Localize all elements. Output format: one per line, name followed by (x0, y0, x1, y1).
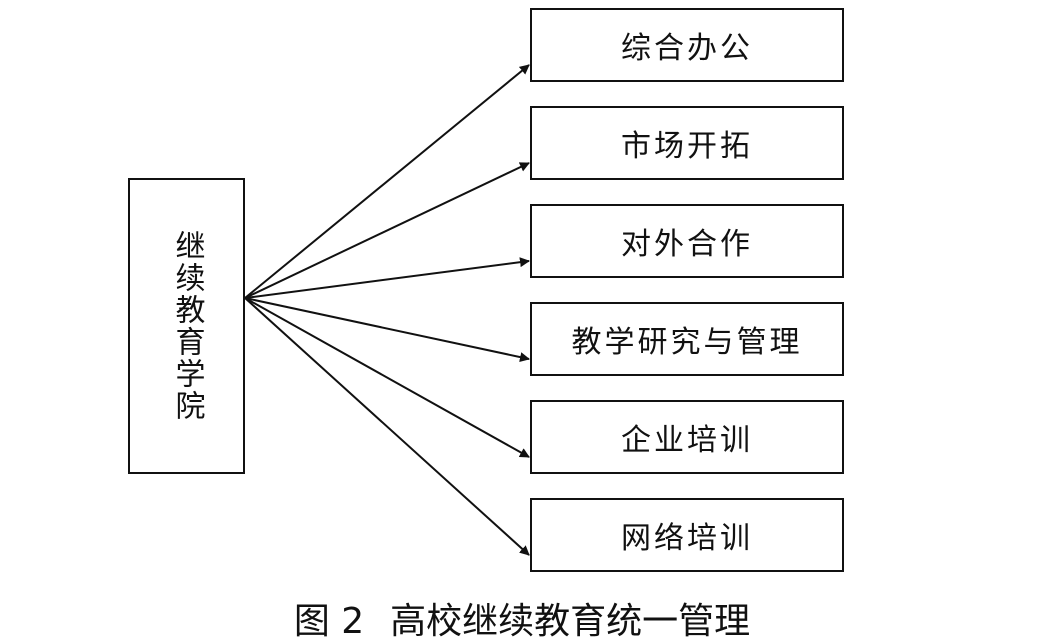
arrow-comprehensive-office (244, 64, 530, 299)
target-box-enterprise-training: 企业培训 (530, 400, 844, 474)
target-box-comprehensive-office: 综合办公 (530, 8, 844, 82)
target-label: 网络培训 (621, 521, 753, 556)
target-box-teaching-research: 教学研究与管理 (530, 302, 844, 376)
figure-title: 高校继续教育统一管理 (390, 601, 751, 642)
target-label: 教学研究与管理 (571, 325, 803, 360)
target-label: 企业培训 (621, 423, 753, 458)
arrow-market-development (244, 162, 530, 299)
source-label: 继续教育学院 (169, 230, 205, 422)
target-label: 对外合作 (621, 227, 753, 262)
target-label: 综合办公 (621, 31, 753, 66)
target-label: 市场开拓 (621, 129, 753, 164)
arrow-external-cooperation (244, 257, 530, 299)
target-box-market-development: 市场开拓 (530, 106, 844, 180)
figure-caption: 图 2 高校继续教育统一管理 (0, 604, 1044, 640)
arrow-online-training (244, 297, 530, 556)
arrow-teaching-research (244, 297, 530, 362)
source-box: 继续教育学院 (128, 178, 245, 474)
target-box-online-training: 网络培训 (530, 498, 844, 572)
arrow-enterprise-training (244, 297, 530, 458)
figure-number: 图 2 (293, 601, 365, 642)
target-box-external-cooperation: 对外合作 (530, 204, 844, 278)
